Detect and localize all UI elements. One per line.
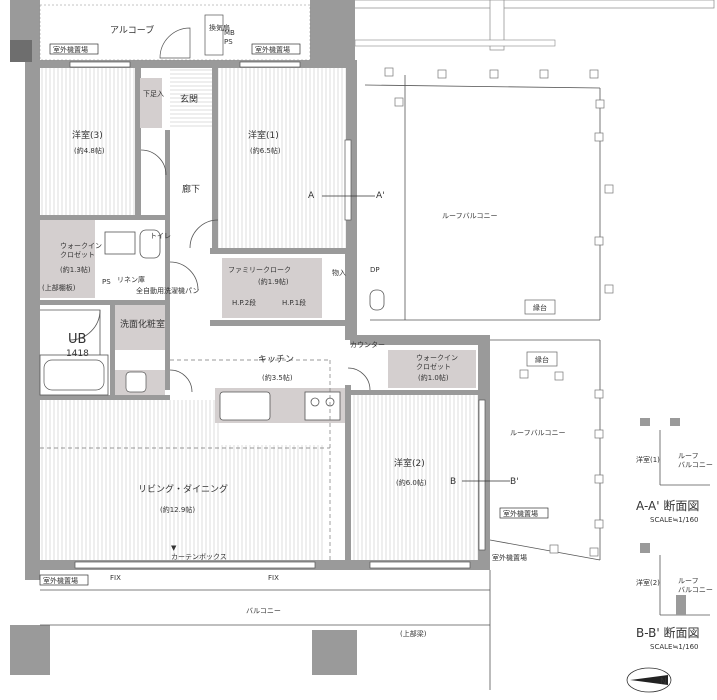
entrance-label: 玄関 (180, 93, 198, 105)
curtain-box-label: ▼カーテンボックス (171, 544, 227, 561)
toilet-label: トイレ (150, 232, 171, 240)
outdoor-unit-label-4: 室外機置場 (503, 509, 538, 518)
section-a-prime-marker: A' (376, 191, 385, 201)
water-heater-label: 換気扇 (209, 23, 230, 32)
roof-balcony-lower-grid: 縁台 (489, 339, 604, 561)
section-b-marker: B (450, 477, 456, 487)
kitchen-label: キッチン (258, 354, 294, 365)
western1-label: 洋室(1) (248, 129, 279, 141)
family-closet-area: (約1.9帖) (258, 277, 289, 286)
walkin2-label: ウォークインクロゼット (416, 354, 458, 371)
dp-label: DP (370, 266, 380, 274)
pipe-space-label: PS (102, 278, 111, 286)
washroom-label: 洗面化粧室 (120, 318, 165, 330)
section-a-marker: A (308, 191, 315, 201)
ub-size: 1418 (66, 349, 89, 359)
fix-label-1: FIX (110, 574, 121, 582)
aa-roof-label: ルーフバルコニー (678, 452, 713, 469)
outdoor-unit-label-1: 室外機置場 (53, 45, 88, 54)
bb-room-label: 洋室(2) (636, 578, 660, 587)
living-area: (約12.9帖) (160, 505, 195, 514)
western3-area: (約4.8帖) (74, 146, 105, 155)
walkthrough-label: (上部梁) (400, 629, 427, 638)
roof-balcony-upper-grid: 縁台 (351, 0, 715, 321)
roof-balcony-label-2: ルーフバルコニー (510, 429, 565, 437)
alcove-label: アルコーブ (110, 24, 154, 36)
living-label: リビング・ダイニング (138, 483, 228, 495)
family-closet-label: ファミリークローク (228, 266, 291, 274)
compass-icon: N (626, 667, 672, 693)
roof-balcony-label-1: ルーフバルコニー (442, 212, 497, 220)
western2-label: 洋室(2) (394, 457, 425, 469)
compass-label: N (660, 677, 667, 687)
bb-roof-label: ルーフバルコニー (678, 577, 713, 594)
kitchen-area: (約3.5帖) (262, 373, 293, 382)
linen-label: リネン庫 (117, 275, 145, 284)
dryer-label: 全自動用洗濯機パン (136, 286, 199, 295)
section-bb-legend: 洋室(2) ルーフバルコニー B-B' 断面図 SCALE≒1/160 (636, 543, 713, 651)
windows (69, 61, 486, 569)
outdoor-unit-label-5: 室外機置場 (492, 553, 527, 562)
beam-lines (40, 359, 331, 560)
western1-area: (約6.5帖) (250, 146, 281, 155)
fix-label-2: FIX (268, 574, 279, 582)
section-markers: A A' B B' (308, 191, 519, 487)
floors (40, 68, 478, 560)
walkin2-area: (約1.0帖) (418, 373, 449, 382)
shoe-box-label: 下足入 (143, 90, 164, 98)
aa-scale: SCALE≒1/160 (650, 516, 699, 524)
aa-room-label: 洋室(1) (636, 455, 660, 464)
outdoor-unit-label-2: 室外機置場 (255, 45, 290, 54)
room-labels: 洋室(3) (約4.8帖) 洋室(1) (約6.5帖) 玄関 廊下 トイレ ウォ… (39, 90, 565, 638)
corridor-label: 廊下 (182, 183, 200, 195)
counter-label: カウンター (350, 340, 385, 349)
ub-label: UB (68, 332, 86, 347)
fixtures (39, 229, 385, 421)
bench-label-2: 縁台 (535, 355, 549, 364)
section-aa-legend: 洋室(1) ルーフバルコニー A-A' 断面図 SCALE≒1/160 (628, 415, 713, 524)
storage-label: 物入 (332, 268, 346, 277)
section-b-prime-marker: B' (510, 477, 519, 487)
shelf-label-1: (上部棚板) (42, 283, 76, 292)
western3-label: 洋室(3) (72, 129, 103, 141)
bench-label: 縁台 (533, 303, 547, 312)
interior-walls (40, 68, 480, 560)
hp2-label: H.P.2段 (232, 298, 256, 307)
aa-title: A-A' 断面図 (636, 498, 699, 513)
balcony-label: バルコニー (246, 607, 281, 615)
doors (69, 149, 371, 393)
western2-area: (約6.0帖) (396, 478, 427, 487)
bb-title: B-B' 断面図 (636, 625, 699, 640)
bb-scale: SCALE≒1/160 (650, 643, 699, 651)
balcony-area (40, 570, 491, 690)
outdoor-unit-label-3: 室外機置場 (43, 576, 78, 585)
hp1-label: H.P.1段 (282, 298, 306, 307)
walkin1-area: (約1.3帖) (60, 265, 91, 274)
walkin1-label: ウォークインクロゼット (60, 242, 102, 259)
